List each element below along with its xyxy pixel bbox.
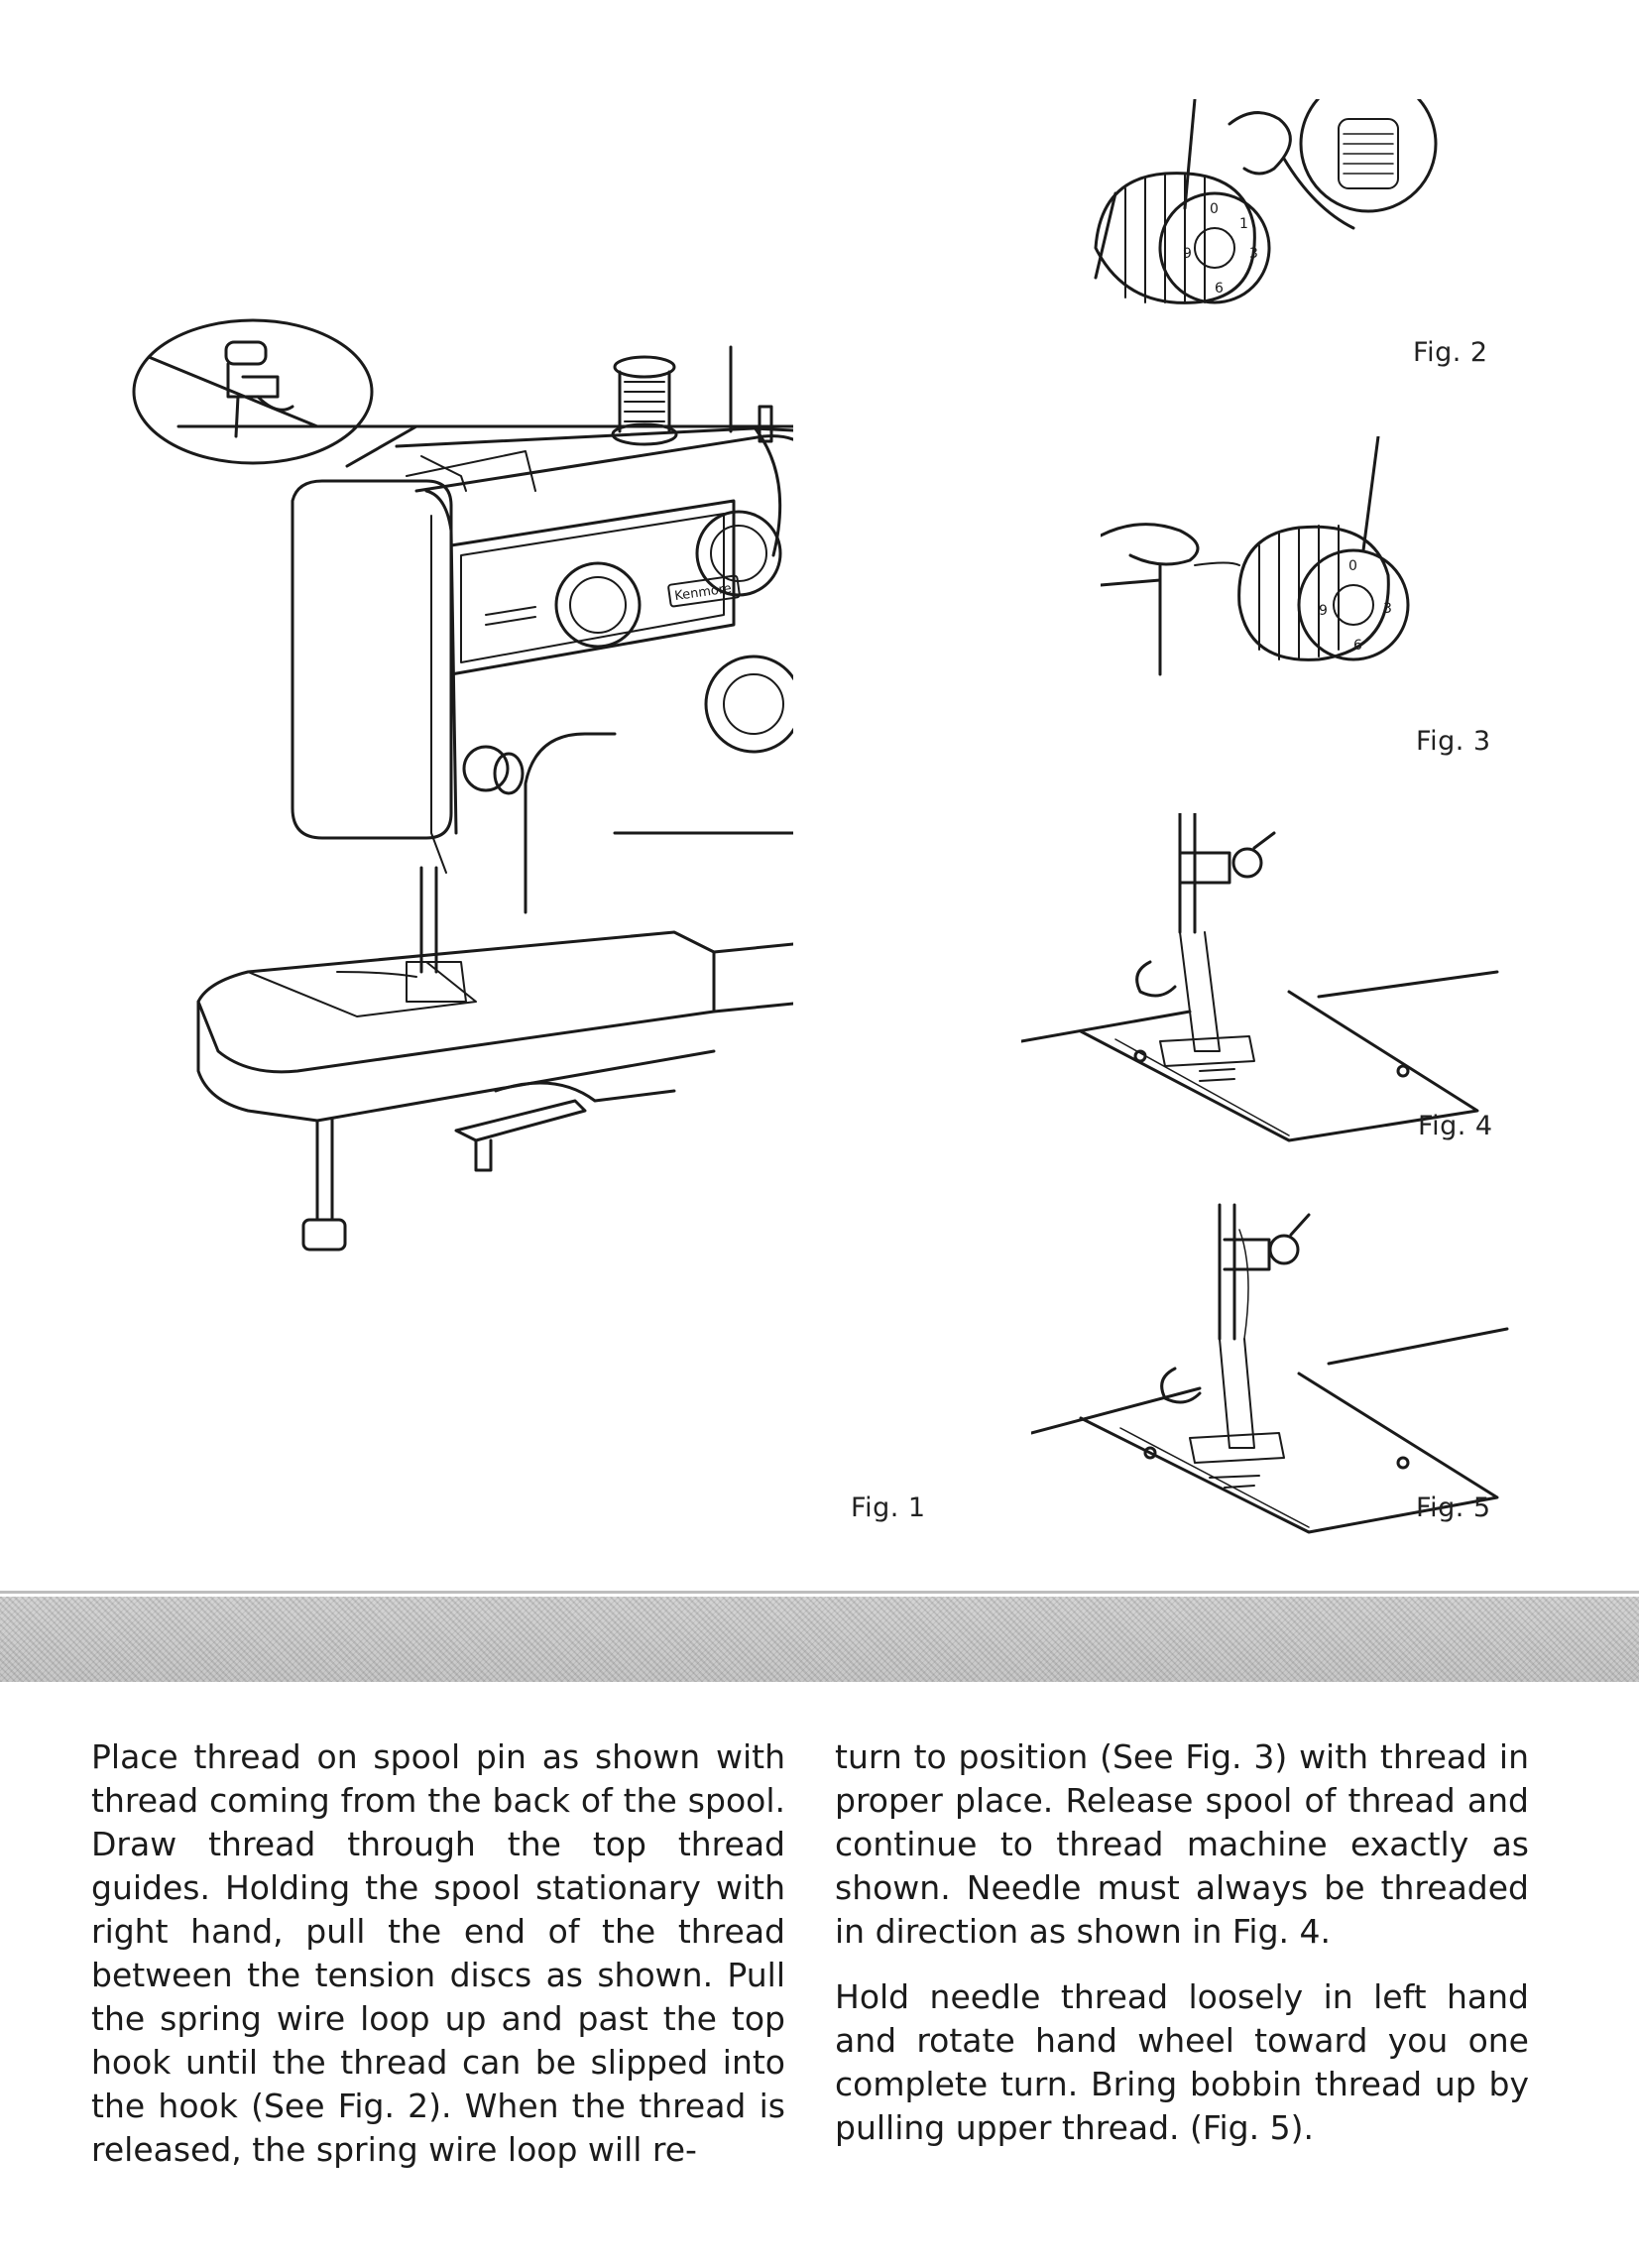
instructions-paragraph-1: Place thread on spool pin as shown with … — [91, 1737, 785, 2169]
divider-rule — [0, 1591, 1639, 1594]
right-column: turn to position (See Fig. 3) with threa… — [835, 1735, 1529, 2172]
figure-2-tension-dial: 0 1 3 9 6 — [1056, 99, 1532, 357]
svg-text:6: 6 — [1215, 281, 1224, 297]
svg-text:6: 6 — [1353, 638, 1362, 654]
caption-fig-1: Fig. 1 — [851, 1492, 926, 1523]
figure-3-tension-dial: 0 3 9 6 — [1101, 436, 1517, 704]
instructions-paragraph-3: Hold needle thread loosely in left hand … — [835, 1977, 1529, 2147]
figure-1-sewing-machine: Kenmore — [119, 317, 793, 1289]
svg-text:0: 0 — [1210, 201, 1219, 217]
svg-text:3: 3 — [1383, 601, 1392, 617]
caption-fig-5: Fig. 5 — [1416, 1492, 1491, 1523]
svg-text:9: 9 — [1183, 246, 1192, 262]
caption-fig-4: Fig. 4 — [1418, 1111, 1493, 1141]
instructions-paragraph-2: turn to position (See Fig. 3) with threa… — [835, 1737, 1529, 1951]
caption-fig-2: Fig. 2 — [1413, 337, 1488, 368]
svg-text:0: 0 — [1348, 558, 1357, 574]
spool-of-thread — [611, 355, 678, 446]
svg-text:3: 3 — [1249, 246, 1258, 262]
figure-4-needle-threading — [1021, 813, 1517, 1160]
halftone-divider-band — [0, 1597, 1639, 1682]
caption-fig-3: Fig. 3 — [1416, 726, 1491, 757]
svg-text:1: 1 — [1239, 216, 1248, 232]
figure-5-bobbin-thread — [1031, 1190, 1527, 1547]
thread-guide-inset — [132, 318, 374, 465]
control-panel: Kenmore — [449, 499, 782, 676]
svg-text:9: 9 — [1319, 603, 1328, 619]
left-column: Place thread on spool pin as shown with … — [91, 1735, 785, 2194]
